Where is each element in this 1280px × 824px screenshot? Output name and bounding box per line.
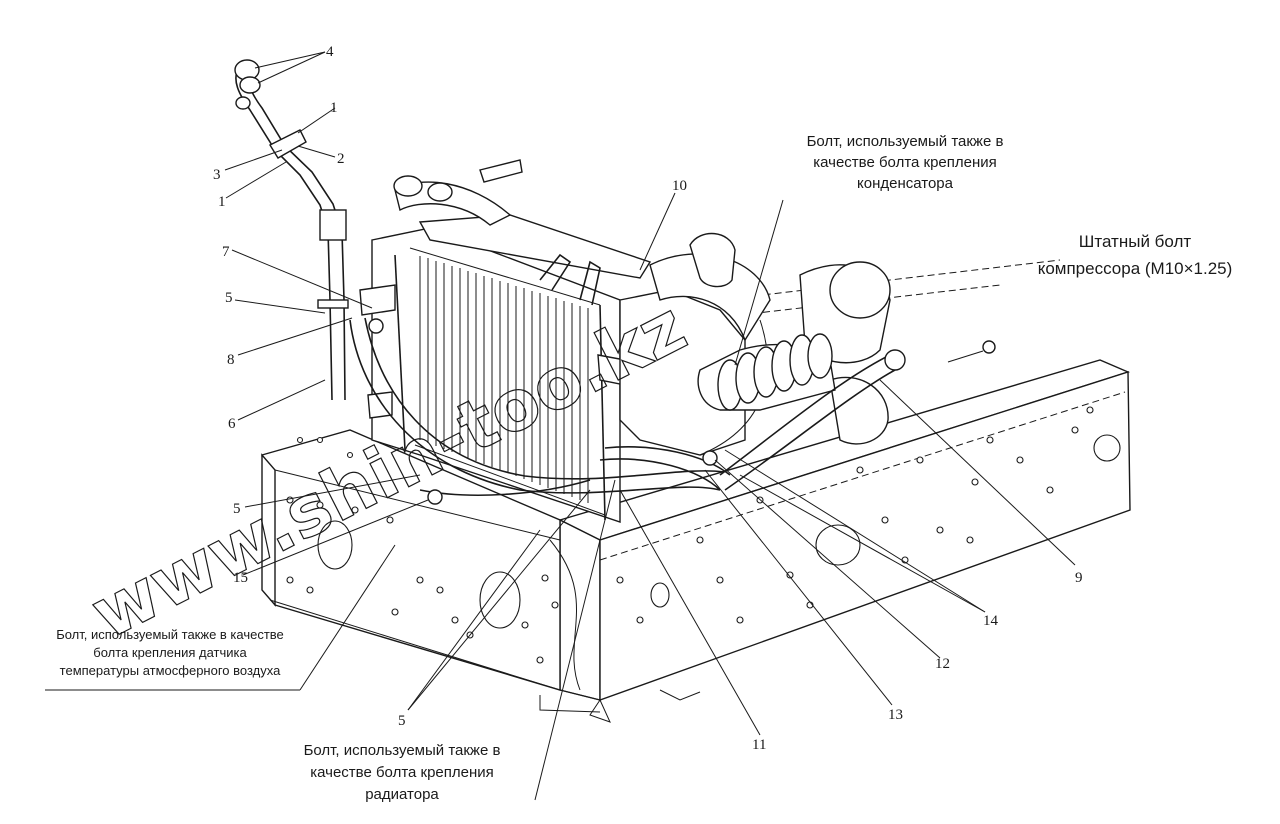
svg-text:качестве болта крепления: качестве болта крепления bbox=[813, 154, 997, 171]
note-radiator-bolt: Болт, используемый также в качестве болт… bbox=[304, 742, 501, 803]
callout-11: 11 bbox=[752, 737, 766, 753]
callout-1-upper: 1 bbox=[330, 100, 338, 116]
svg-text:Штатный болт: Штатный болт bbox=[1079, 232, 1192, 251]
callout-13: 13 bbox=[888, 707, 903, 723]
condenser-fins bbox=[419, 256, 589, 503]
svg-text:компрессора (M10×1.25): компрессора (M10×1.25) bbox=[1038, 259, 1233, 278]
callout-14: 14 bbox=[983, 613, 999, 629]
callout-8: 8 bbox=[227, 352, 235, 368]
callout-1-lower: 1 bbox=[218, 194, 226, 210]
note-sensor-bolt: Болт, используемый также в качестве болт… bbox=[56, 627, 284, 678]
leader-lines bbox=[45, 51, 1076, 801]
callout-7: 7 bbox=[222, 244, 230, 260]
svg-text:болта крепления датчика: болта крепления датчика bbox=[93, 645, 247, 660]
svg-text:Болт, используемый также в: Болт, используемый также в bbox=[304, 742, 501, 759]
corrugated-hose bbox=[717, 333, 833, 411]
callout-6: 6 bbox=[228, 416, 236, 432]
callout-5-lower: 5 bbox=[398, 713, 406, 729]
callout-5-middle: 5 bbox=[233, 501, 241, 517]
condenser-assembly bbox=[359, 159, 652, 523]
callout-12: 12 bbox=[935, 656, 950, 672]
callout-2: 2 bbox=[337, 151, 345, 167]
note-compressor-bolt: Штатный болт компрессора (M10×1.25) bbox=[1038, 232, 1233, 278]
svg-text:Болт, используемый также в кач: Болт, используемый также в качестве bbox=[56, 627, 284, 642]
callout-9: 9 bbox=[1075, 570, 1083, 586]
svg-text:Болт, используемый также в: Болт, используемый также в bbox=[807, 133, 1004, 150]
note-condenser-bolt: Болт, используемый также в качестве болт… bbox=[807, 133, 1004, 192]
callout-15: 15 bbox=[233, 570, 248, 586]
callout-3: 3 bbox=[213, 167, 221, 183]
svg-text:температуры атмосферного возду: температуры атмосферного воздуха bbox=[60, 663, 281, 678]
callout-numbers: 4 1 2 3 1 7 5 8 6 10 5 15 9 14 12 13 5 1… bbox=[213, 44, 1083, 753]
bolt-holes bbox=[286, 406, 1094, 664]
fan-shroud bbox=[619, 232, 771, 456]
callout-4: 4 bbox=[326, 44, 334, 60]
compressor-unit bbox=[697, 261, 996, 445]
svg-text:радиатора: радиатора bbox=[365, 786, 439, 803]
callout-10: 10 bbox=[672, 178, 687, 194]
svg-text:качестве болта крепления: качестве болта крепления bbox=[310, 764, 494, 781]
callout-5-upper: 5 bbox=[225, 290, 233, 306]
refrigerant-lines bbox=[234, 59, 906, 505]
svg-text:конденсатора: конденсатора bbox=[857, 175, 954, 192]
